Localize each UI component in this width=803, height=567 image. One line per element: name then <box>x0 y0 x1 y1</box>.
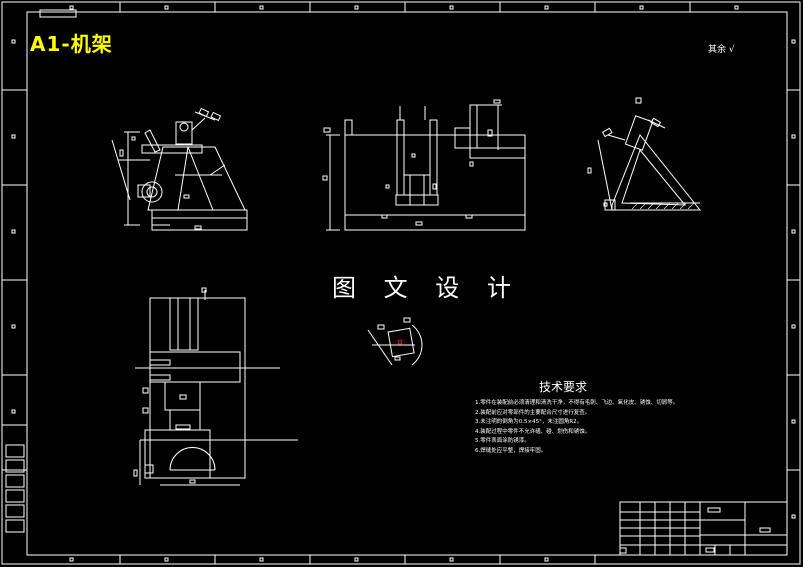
zone-marks-bottom <box>69 555 596 564</box>
roughness-label: 其余 <box>708 45 727 55</box>
detail-marker <box>397 339 403 345</box>
front-view <box>111 107 248 231</box>
roughness-note: 其余 √ <box>708 42 735 55</box>
zone-marks-right <box>787 39 800 519</box>
drawing-title: A1-机架 <box>30 32 113 56</box>
side-view <box>322 99 526 231</box>
tech-line: 1.零件在装配前必须清理和清洗干净，不得有毛刺、飞边、氧化皮、锈蚀、切屑等。 <box>475 400 679 406</box>
title-block <box>619 501 788 556</box>
right-view <box>587 97 702 211</box>
top-view <box>133 287 298 486</box>
zone-marks-top <box>39 2 739 18</box>
inner-border <box>26 11 788 556</box>
zone-marks-left <box>2 39 27 533</box>
detail-view <box>367 317 423 366</box>
tech-line: 5.零件表面涂防锈漆。 <box>475 438 530 445</box>
tech-line: 2.装配前应对零部件的主要配合尺寸进行复查。 <box>475 409 591 416</box>
tech-line: 3.未注明的倒角为0.5×45°，未注圆角R2。 <box>475 419 583 426</box>
tech-requirements: 技术要求 1.零件在装配前必须清理和清洗干净，不得有毛刺、飞边、氧化皮、锈蚀、切… <box>475 378 685 457</box>
tech-line: 6.焊缝处应平整，焊接牢固。 <box>475 447 547 454</box>
tech-requirements-title: 技术要求 <box>539 380 588 394</box>
watermark-text: 图 文 设 计 <box>332 274 521 302</box>
roughness-symbol: √ <box>728 45 735 55</box>
tech-line: 4.装配过程中零件不允许磕、碰、划伤和锈蚀。 <box>475 428 591 435</box>
